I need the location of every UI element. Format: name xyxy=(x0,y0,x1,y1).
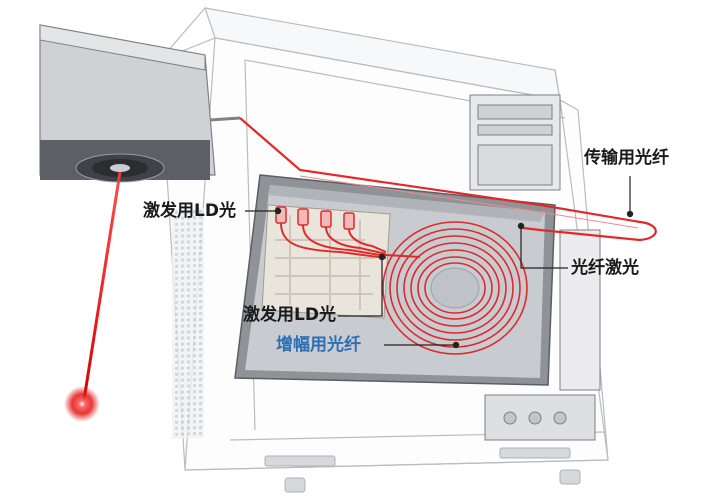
label-gain-fiber: 增幅用光纤 xyxy=(276,335,361,355)
transmission-fiber xyxy=(239,117,657,242)
transmission-fiber-inner xyxy=(299,175,639,229)
coil-hub xyxy=(430,267,480,309)
output-laser-beam xyxy=(82,171,122,401)
laser-spot-glow xyxy=(64,386,100,422)
base-rails xyxy=(264,447,581,493)
electronics-rack xyxy=(469,94,601,441)
label-fiber-laser: 光纤激光 xyxy=(571,258,639,278)
pump-fibers xyxy=(280,222,421,259)
ld-circuit-board xyxy=(261,204,391,319)
callout-leaders xyxy=(245,176,634,349)
side-vent xyxy=(172,207,204,439)
label-transmission-fiber: 传输用光纤 xyxy=(584,148,669,168)
label-pump-ld-bottom: 激发用LD光 xyxy=(243,305,336,325)
laser-head xyxy=(39,24,241,183)
label-pump-ld-top: 激发用LD光 xyxy=(143,201,236,221)
pump-diodes xyxy=(275,206,355,230)
